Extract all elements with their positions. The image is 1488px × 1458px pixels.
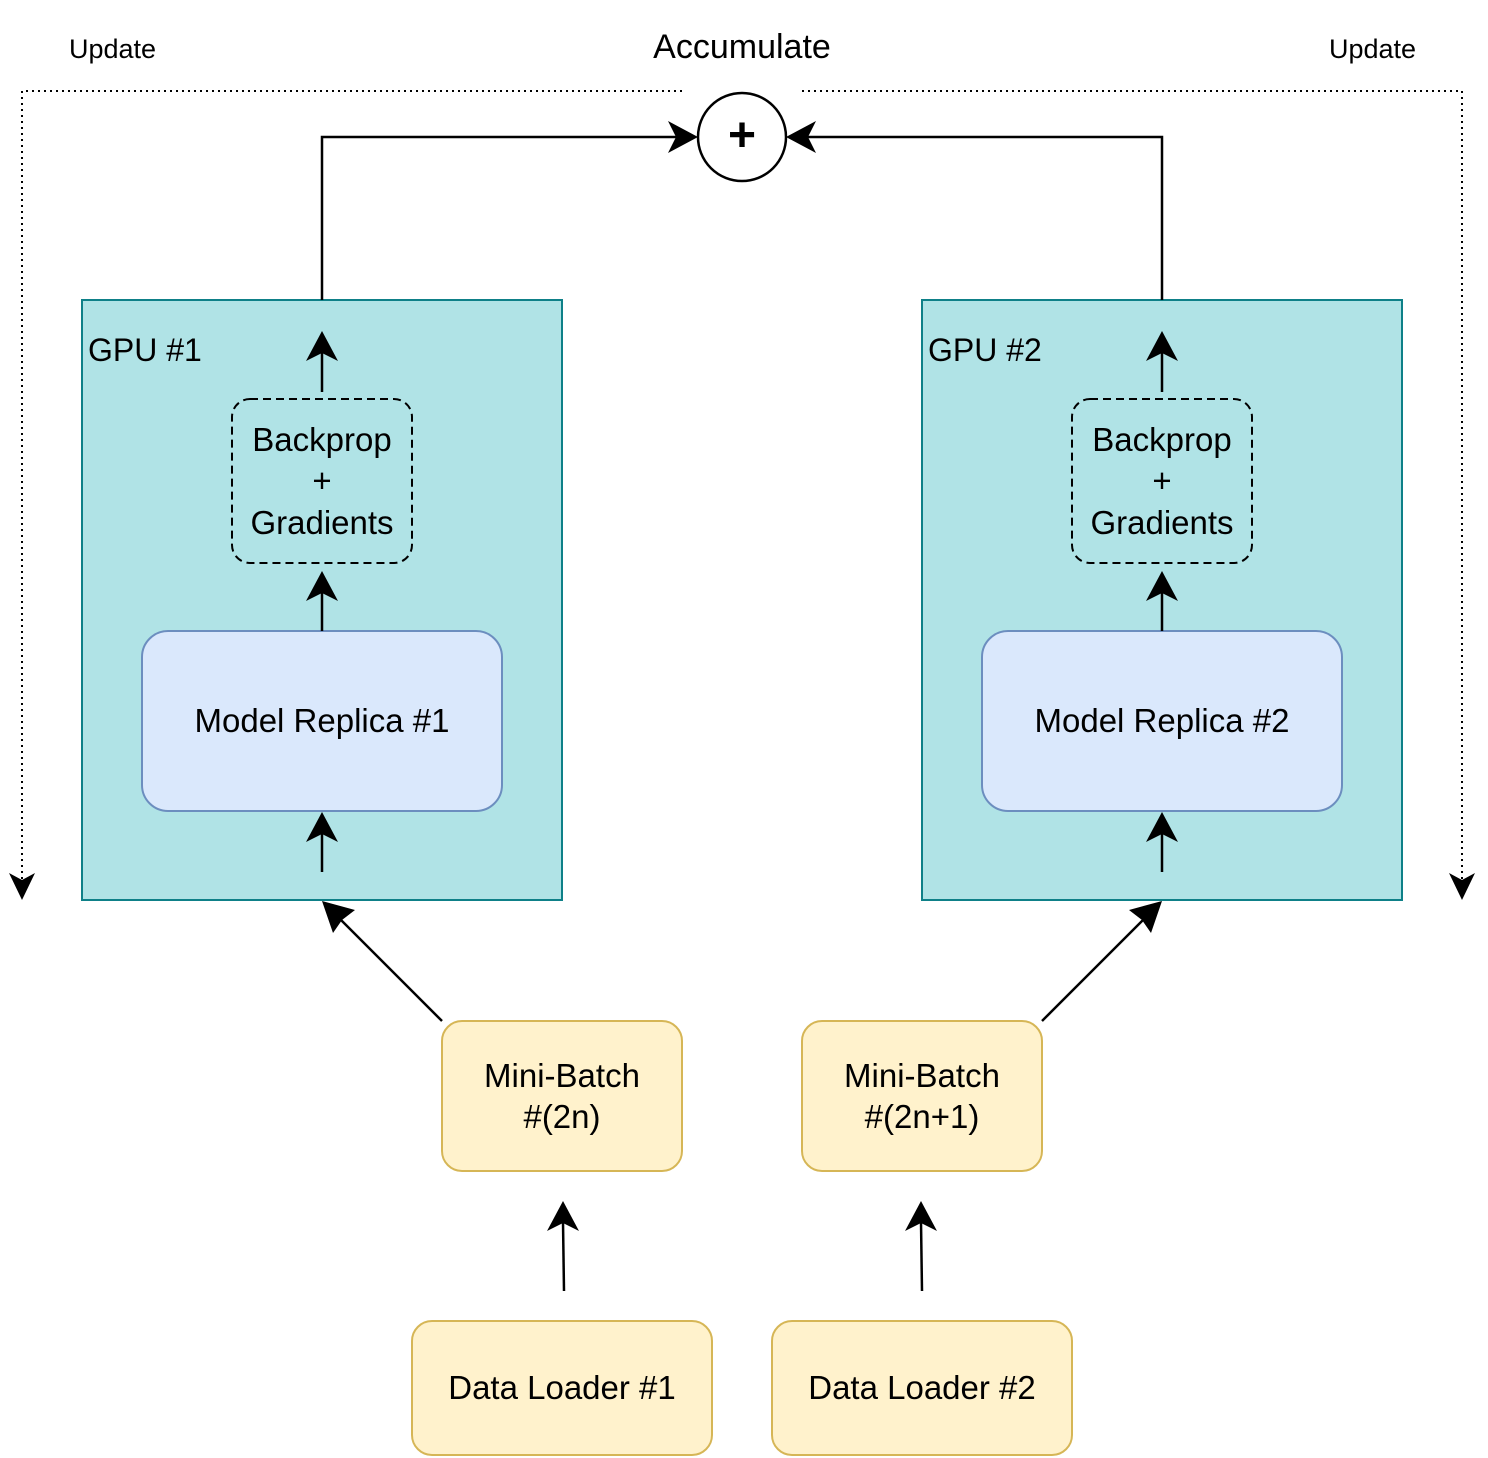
minibatch-box-2 (801, 1020, 1043, 1172)
arrowhead-backprop-2-output (1146, 331, 1178, 361)
gpu-2-label: GPU #2 (928, 332, 1042, 368)
arrowhead-backprop-2-input (1146, 571, 1178, 601)
minibatch-1-to-gpu-1-arrow (335, 914, 443, 1022)
backprop-2-line1: Backprop (1092, 421, 1232, 459)
minibatch-box-1 (441, 1020, 683, 1172)
model-replica-1-label: Model Replica #1 (194, 702, 450, 740)
plus-icon: + (727, 109, 757, 162)
minibatch-1-line2: #(2n) (523, 1098, 601, 1135)
arrowhead-minibatch-2-from-loader (905, 1201, 937, 1231)
minibatch-2-text: Mini-Batch #(2n+1) (802, 1021, 1042, 1171)
data-loader-box-1 (411, 1320, 713, 1456)
minibatch-1-line1: Mini-Batch (484, 1056, 640, 1094)
arrowhead-gpu-1-from-minibatch (322, 901, 355, 933)
data-loader-2-label: Data Loader #2 (808, 1369, 1036, 1407)
backprop-box-1 (231, 398, 413, 564)
arrowhead-accumulate-right (786, 121, 816, 153)
backprop-2-line3: Gradients (1090, 503, 1234, 541)
gpu-2-to-accumulate-line (806, 135, 1164, 300)
update-right-label: Update (1328, 34, 1417, 64)
update-right-line (802, 90, 1463, 885)
gpu-1-to-accumulate-line (320, 135, 680, 300)
arrowhead-gpu-2-from-minibatch (1129, 901, 1162, 933)
backprop-1-line2: + (312, 462, 332, 500)
arrowhead-backprop-1-input (306, 571, 338, 601)
minibatch-1-text: Mini-Batch #(2n) (442, 1021, 682, 1171)
loader-1-to-minibatch-1-arrow (561, 1221, 566, 1292)
update-left-line (21, 90, 682, 885)
backprop-1-line3: Gradients (250, 503, 394, 541)
minibatch-2-to-gpu-2-arrow (1041, 914, 1149, 1022)
backprop-1-line1: Backprop (252, 421, 392, 459)
arrowhead-backprop-1-output (306, 331, 338, 361)
loader-2-to-minibatch-2-arrow (919, 1221, 924, 1292)
arrowhead-minibatch-1-from-loader (547, 1201, 579, 1231)
gpu-1-label: GPU #1 (88, 332, 202, 368)
arrowhead-gpu-2-input (1146, 812, 1178, 842)
data-loader-1-label: Data Loader #1 (448, 1369, 676, 1407)
backprop-box-2 (1071, 398, 1253, 564)
update-left-label: Update (68, 34, 157, 64)
minibatch-2-line1: Mini-Batch (844, 1056, 1000, 1094)
minibatch-2-line2: #(2n+1) (864, 1098, 980, 1135)
accumulate-label: Accumulate (653, 28, 831, 66)
arrowhead-update-right (1449, 873, 1475, 900)
arrowhead-gpu-1-input (306, 812, 338, 842)
data-loader-box-2 (771, 1320, 1073, 1456)
backprop-2-line2: + (1152, 462, 1172, 500)
arrowhead-accumulate-left (668, 121, 698, 153)
backprop-1-text: Backprop + Gradients (232, 399, 412, 563)
backprop-2-text: Backprop + Gradients (1072, 399, 1252, 563)
arrowhead-update-left (9, 873, 35, 900)
model-replica-2-label: Model Replica #2 (1034, 702, 1290, 740)
